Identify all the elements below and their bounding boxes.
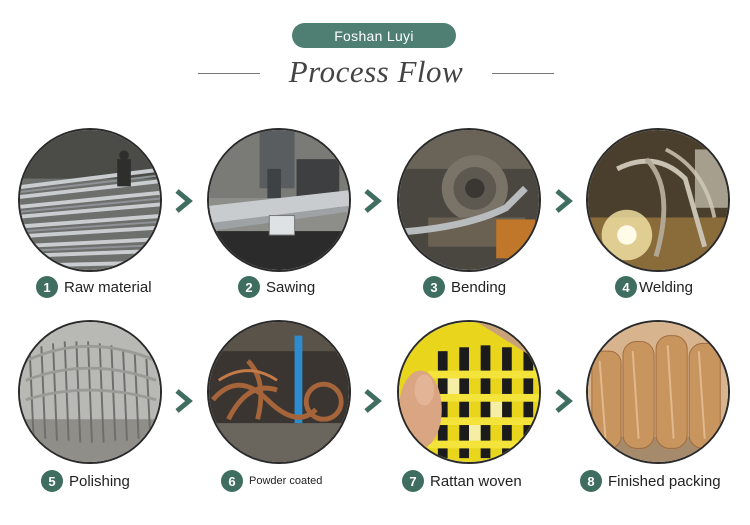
step-4-label: 4 Welding [615,275,693,299]
step-number-badge: 4 [615,276,637,298]
arrow-right-icon [362,188,384,214]
step-3-label: 3 Bending [423,275,506,299]
step-8-label: 8 Finished packing [580,469,721,493]
step-2-image [207,128,351,272]
step-3-image [397,128,541,272]
title-divider-right [492,73,554,74]
arrow-right-icon [173,388,195,414]
step-7-image [397,320,541,464]
step-number-badge: 6 [221,470,243,492]
brand-badge: Foshan Luyi [292,23,456,48]
step-title: Polishing [69,472,130,490]
step-2-label: 2 Sawing [238,275,315,299]
arrow-right-icon [553,388,575,414]
step-number-badge: 3 [423,276,445,298]
step-6-image [207,320,351,464]
arrow-right-icon [362,388,384,414]
arrow-right-icon [173,188,195,214]
step-title: Welding [639,278,693,296]
step-title: Finished packing [608,472,721,490]
step-number-badge: 2 [238,276,260,298]
step-4-image [586,128,730,272]
step-5-label: 5 Polishing [41,469,130,493]
step-title: Rattan woven [430,472,522,490]
title-divider-left [198,73,260,74]
step-title: Raw material [64,278,152,296]
step-number-badge: 8 [580,470,602,492]
step-5-image [18,320,162,464]
step-1-label: 1 Raw material [36,275,152,299]
step-number-badge: 7 [402,470,424,492]
step-title: Powder coated [249,475,323,487]
step-number-badge: 1 [36,276,58,298]
arrow-right-icon [553,188,575,214]
step-number-badge: 5 [41,470,63,492]
step-title: Sawing [266,278,316,296]
step-8-image [586,320,730,464]
step-1-image [18,128,162,272]
page-title: Process Flow [288,54,464,89]
step-7-label: 7 Rattan woven [402,469,522,493]
step-6-label: 6 Powder coated [221,469,322,493]
step-title: Bending [451,278,507,296]
